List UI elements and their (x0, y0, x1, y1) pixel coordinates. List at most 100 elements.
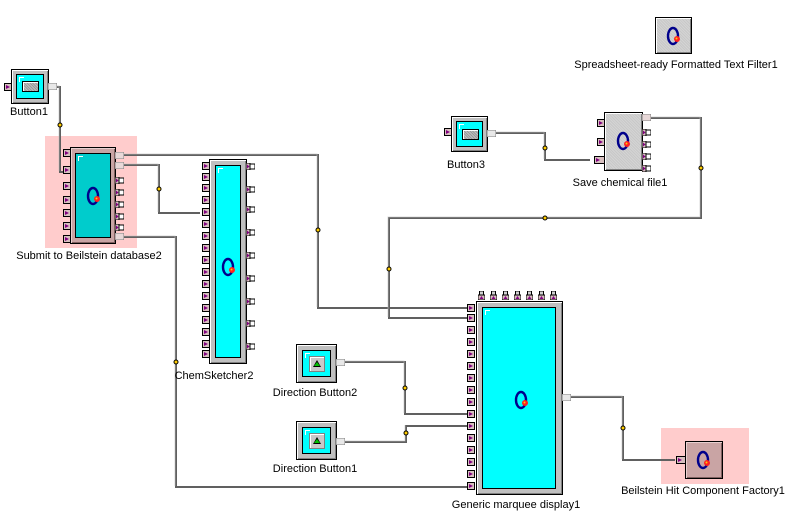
submit-beilstein-body[interactable] (70, 147, 116, 244)
output-pin[interactable] (48, 83, 57, 90)
hit-factory-body[interactable] (685, 441, 723, 479)
output-pin[interactable] (642, 129, 651, 136)
input-pin[interactable] (63, 235, 71, 243)
input-pin[interactable] (63, 209, 71, 217)
wire-node[interactable] (173, 359, 179, 365)
component-label: Beilstein Hit Component Factory1 (621, 485, 785, 497)
component-label: Generic marquee display1 (451, 499, 581, 511)
input-pin[interactable] (202, 316, 210, 324)
input-pin[interactable] (467, 374, 475, 382)
button3-body[interactable] (451, 116, 488, 152)
input-pin[interactable] (526, 291, 533, 300)
output-pin[interactable] (115, 189, 124, 196)
output-pin[interactable] (642, 141, 651, 148)
wire-node[interactable] (542, 145, 548, 151)
output-pin[interactable] (115, 201, 124, 208)
input-pin[interactable] (538, 291, 545, 300)
input-pin[interactable] (467, 482, 475, 490)
input-pin[interactable] (202, 268, 210, 276)
output-pin[interactable] (246, 252, 255, 259)
direction-button2-body[interactable] (296, 344, 337, 383)
button1-body[interactable] (11, 69, 49, 104)
input-pin[interactable] (202, 244, 210, 252)
input-pin[interactable] (202, 184, 210, 192)
input-pin[interactable] (63, 196, 71, 204)
input-pin[interactable] (490, 291, 497, 300)
input-pin[interactable] (202, 340, 210, 348)
output-pin[interactable] (115, 233, 124, 240)
input-pin[interactable] (467, 410, 475, 418)
output-pin[interactable] (246, 298, 255, 305)
wire-node[interactable] (403, 430, 409, 436)
input-pin[interactable] (467, 350, 475, 358)
wire-node[interactable] (402, 385, 408, 391)
input-pin[interactable] (550, 291, 557, 300)
output-pin[interactable] (115, 177, 124, 184)
input-pin[interactable] (467, 326, 475, 334)
output-pin[interactable] (246, 206, 255, 213)
direction-button1-body[interactable] (296, 421, 337, 460)
input-pin[interactable] (467, 398, 475, 406)
wire-node[interactable] (386, 266, 392, 272)
output-pin[interactable] (246, 343, 255, 350)
input-pin[interactable] (202, 292, 210, 300)
input-pin[interactable] (202, 208, 210, 216)
output-pin[interactable] (115, 162, 124, 169)
input-pin[interactable] (467, 362, 475, 370)
wire-node[interactable] (698, 165, 704, 171)
output-pin[interactable] (115, 152, 124, 159)
input-pin[interactable] (202, 220, 210, 228)
output-pin[interactable] (487, 130, 496, 137)
output-pin[interactable] (246, 320, 255, 327)
input-pin[interactable] (467, 470, 475, 478)
wire-node[interactable] (156, 186, 162, 192)
output-pin[interactable] (246, 229, 255, 236)
input-pin[interactable] (202, 328, 210, 336)
output-pin[interactable] (642, 114, 651, 121)
output-pin[interactable] (336, 438, 345, 445)
wire-node[interactable] (542, 215, 548, 221)
wire-node[interactable] (315, 227, 321, 233)
input-pin[interactable] (502, 291, 509, 300)
beilstein-logo-icon (221, 257, 235, 277)
output-pin[interactable] (246, 186, 255, 193)
input-pin[interactable] (202, 232, 210, 240)
input-pin[interactable] (63, 182, 71, 190)
output-pin[interactable] (246, 275, 255, 282)
input-pin[interactable] (467, 422, 475, 430)
output-pin[interactable] (336, 359, 345, 366)
wire-node[interactable] (620, 425, 626, 431)
chemsketcher-body[interactable] (209, 159, 247, 364)
output-pin[interactable] (562, 394, 571, 401)
input-pin[interactable] (202, 304, 210, 312)
input-pin[interactable] (467, 434, 475, 442)
input-pin[interactable] (202, 173, 210, 181)
beilstein-logo-icon (514, 390, 528, 410)
spreadsheet-filter-body[interactable] (655, 17, 692, 54)
wire-node[interactable] (57, 122, 63, 128)
input-pin[interactable] (202, 280, 210, 288)
input-pin[interactable] (202, 256, 210, 264)
output-pin[interactable] (115, 224, 124, 231)
input-pin[interactable] (467, 304, 475, 312)
input-pin[interactable] (478, 291, 485, 300)
input-pin[interactable] (63, 149, 71, 157)
output-pin[interactable] (246, 163, 255, 170)
input-pin[interactable] (467, 338, 475, 346)
output-pin[interactable] (642, 165, 651, 172)
input-pin[interactable] (202, 196, 210, 204)
marquee-body[interactable] (476, 301, 563, 495)
output-pin[interactable] (115, 213, 124, 220)
input-pin[interactable] (63, 222, 71, 230)
output-pin[interactable] (642, 153, 651, 160)
input-pin[interactable] (467, 386, 475, 394)
input-pin[interactable] (202, 350, 210, 358)
input-pin[interactable] (202, 162, 210, 170)
input-pin[interactable] (467, 446, 475, 454)
input-pin[interactable] (467, 314, 475, 322)
input-pin[interactable] (514, 291, 521, 300)
save-chemical-body[interactable] (604, 112, 643, 171)
input-pin[interactable] (467, 458, 475, 466)
input-pin[interactable] (63, 166, 71, 174)
